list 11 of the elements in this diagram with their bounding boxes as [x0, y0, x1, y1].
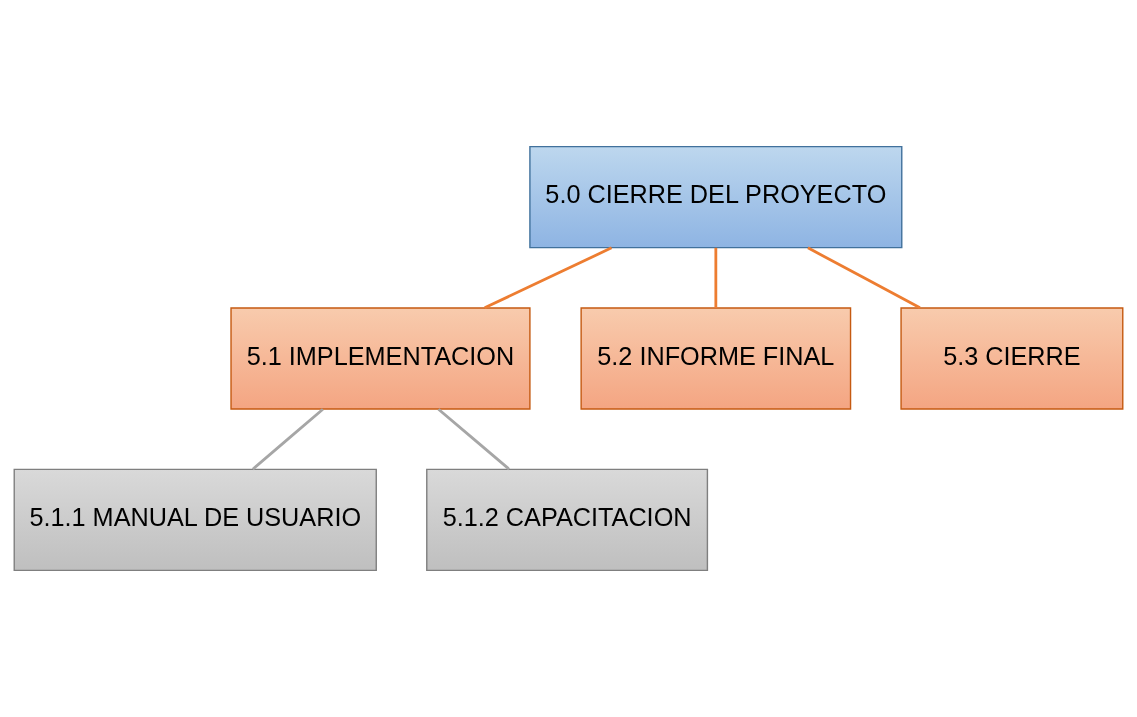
node-box: 5.2 INFORME FINAL: [580, 307, 852, 410]
connector: [437, 408, 510, 471]
connector: [484, 246, 613, 310]
connector: [807, 246, 921, 310]
connector: [714, 247, 718, 308]
node-box: 5.0 CIERRE DEL PROYECTO: [529, 145, 903, 249]
node-box: 5.1.1 MANUAL DE USUARIO: [13, 468, 377, 572]
node-box: 5.3 CIERRE: [900, 307, 1124, 410]
node-box: 5.1 IMPLEMENTACION: [230, 307, 531, 410]
node-box: 5.1.2 CAPACITACION: [426, 468, 709, 572]
connector: [251, 408, 324, 471]
